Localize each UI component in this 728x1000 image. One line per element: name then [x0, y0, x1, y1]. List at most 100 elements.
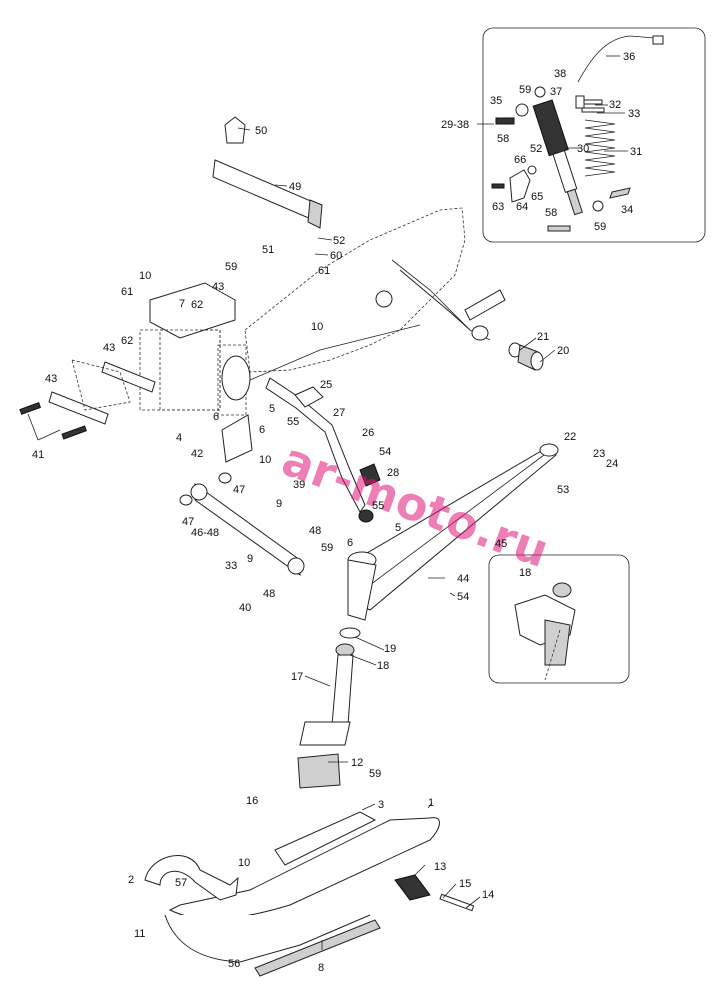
callout-66: 66 [514, 154, 526, 166]
callout-63: 63 [492, 201, 504, 213]
callout-53: 53 [557, 484, 569, 496]
callout-48: 48 [263, 588, 275, 600]
callout-32: 32 [609, 99, 621, 111]
callout-35: 35 [490, 95, 502, 107]
callout-57: 57 [175, 877, 187, 889]
callout-58: 58 [545, 207, 557, 219]
callout-45: 45 [495, 538, 507, 550]
callout-15: 15 [459, 878, 471, 890]
callout-54: 54 [457, 591, 469, 603]
callout-64: 64 [516, 201, 528, 213]
callout-labels: 50 49 51 52 60 61 10 59 10 61 43 7 62 62… [32, 51, 642, 974]
callout-56: 56 [228, 958, 240, 970]
callout-59: 59 [321, 542, 333, 554]
callout-41: 41 [32, 449, 44, 461]
callout-10: 10 [311, 321, 323, 333]
spring [584, 119, 616, 177]
callout-28: 28 [387, 467, 399, 479]
chassis-frame [139, 207, 506, 416]
ski [164, 817, 440, 977]
shock-absorber-inset [482, 27, 706, 243]
callout-27: 27 [333, 407, 345, 419]
callout-59: 59 [519, 84, 531, 96]
callout-18: 18 [377, 660, 389, 672]
leader-lines [27, 55, 628, 950]
callout-47: 47 [233, 484, 245, 496]
callout-13: 13 [434, 861, 446, 873]
callout-17: 17 [291, 671, 303, 683]
callout-65: 65 [531, 191, 543, 203]
callout-37: 37 [550, 86, 562, 98]
callout-22: 22 [564, 431, 576, 443]
ski-handle [144, 855, 239, 901]
callout-40: 40 [239, 602, 251, 614]
callout-48: 48 [309, 525, 321, 537]
callout-61: 61 [121, 286, 133, 298]
callout-52: 52 [333, 235, 345, 247]
callout-59: 59 [369, 768, 381, 780]
ski-mount-inset [488, 554, 630, 684]
callout-1: 1 [428, 797, 434, 809]
callout-51: 51 [262, 244, 274, 256]
callout-33: 33 [628, 108, 640, 120]
callout-11: 11 [134, 928, 145, 940]
callout-55: 55 [287, 416, 299, 428]
callout-14: 14 [482, 889, 494, 901]
callout-29-38: 29-38 [441, 119, 469, 131]
callout-20: 20 [557, 345, 569, 357]
a-arm-45 [347, 443, 559, 621]
callout-38: 38 [554, 68, 566, 80]
callout-59: 59 [594, 221, 606, 233]
spindle [299, 627, 361, 746]
callout-21: 21 [537, 331, 549, 343]
part-12 [297, 753, 341, 789]
callout-24: 24 [606, 458, 618, 470]
callout-52: 52 [530, 143, 542, 155]
callout-19: 19 [384, 643, 396, 655]
callout-23: 23 [593, 448, 605, 460]
steering-arm [265, 377, 366, 513]
callout-34: 34 [621, 204, 633, 216]
callout-33: 33 [225, 560, 237, 572]
callout-6: 6 [259, 424, 265, 436]
callout-18: 18 [519, 567, 531, 579]
callout-26: 26 [362, 427, 374, 439]
callout-5: 5 [395, 522, 401, 534]
callout-59: 59 [225, 261, 237, 273]
callout-9: 9 [276, 498, 282, 510]
callout-16: 16 [246, 795, 258, 807]
callout-43: 43 [212, 281, 224, 293]
callout-47: 47 [182, 516, 194, 528]
callout-62: 62 [121, 335, 133, 347]
part-3 [274, 811, 377, 866]
callout-50: 50 [255, 125, 267, 137]
callout-3: 3 [378, 799, 384, 811]
callout-43: 43 [45, 373, 57, 385]
callout-42: 42 [191, 448, 203, 460]
callout-44: 44 [457, 573, 469, 585]
callout-43: 43 [103, 342, 115, 354]
callout-12: 12 [351, 757, 363, 769]
callout-31: 31 [630, 146, 642, 158]
tie-rod [179, 472, 305, 576]
callout-25: 25 [320, 379, 332, 391]
callout-10: 10 [238, 857, 250, 869]
callout-6: 6 [347, 537, 353, 549]
callout-46-48: 46-48 [191, 527, 219, 539]
callout-60: 60 [330, 250, 342, 262]
callout-10: 10 [259, 454, 271, 466]
callout-36: 36 [623, 51, 635, 63]
callout-10: 10 [139, 270, 151, 282]
part-50 [224, 116, 246, 144]
callout-62: 62 [191, 299, 203, 311]
callout-5: 5 [269, 403, 275, 415]
callout-39: 39 [293, 479, 305, 491]
part-49 [212, 159, 323, 229]
callout-2: 2 [128, 874, 134, 886]
callout-61: 61 [318, 265, 330, 277]
callout-54: 54 [379, 446, 391, 458]
callout-4: 4 [176, 432, 182, 444]
callout-8: 8 [318, 962, 324, 974]
callout-30: 30 [577, 143, 589, 155]
